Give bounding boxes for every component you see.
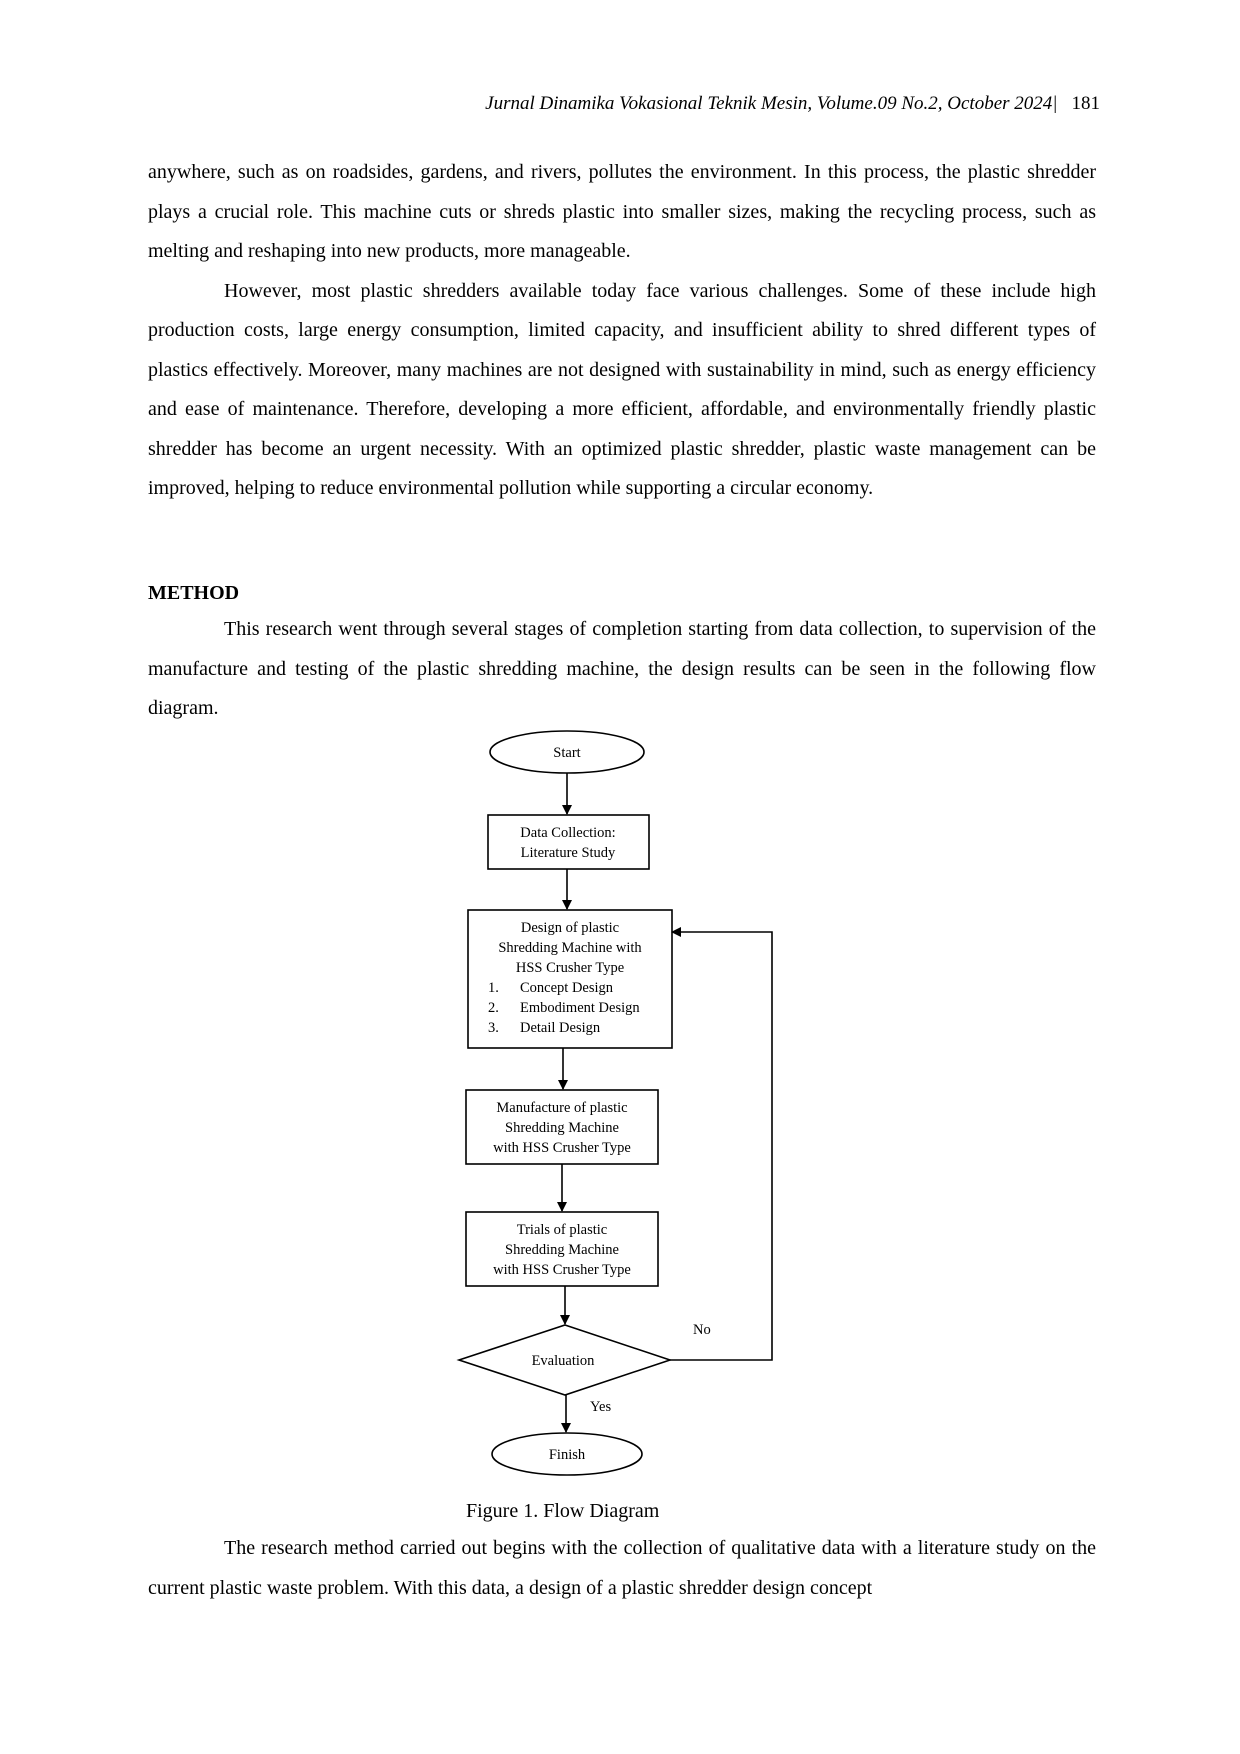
trials-line-1: Trials of plastic xyxy=(517,1222,608,1238)
design-step-2-number: 2. xyxy=(488,1000,499,1016)
arrow-no-loop-to-design xyxy=(670,927,773,1361)
intro-section: anywhere, such as on roadsides, gardens,… xyxy=(148,153,1096,509)
trials-line-3: with HSS Crusher Type xyxy=(493,1262,631,1278)
running-header: Jurnal Dinamika Vokasional Teknik Mesin,… xyxy=(485,92,1100,116)
design-step-1-label: Concept Design xyxy=(520,980,614,996)
page-number: 181 xyxy=(1071,93,1101,114)
design-step-3-number: 3. xyxy=(488,1020,499,1036)
design-step-1-number: 1. xyxy=(488,980,499,996)
intro-paragraph-1: anywhere, such as on roadsides, gardens,… xyxy=(148,161,1096,262)
data-collection-line-2: Literature Study xyxy=(521,845,616,861)
evaluation-decision: Evaluation xyxy=(456,1324,673,1396)
evaluation-label: Evaluation xyxy=(532,1353,596,1369)
manufacture-line-3: with HSS Crusher Type xyxy=(493,1140,631,1156)
data-collection-box: Data Collection: Literature Study xyxy=(487,814,650,870)
method-section: This research went through several stage… xyxy=(148,610,1096,729)
intro-paragraph-2: However, most plastic shredders availabl… xyxy=(148,279,1096,500)
figure-caption: Figure 1. Flow Diagram xyxy=(466,1500,660,1522)
journal-title: Jurnal Dinamika Vokasional Teknik Mesin,… xyxy=(485,93,1053,114)
start-terminal: Start xyxy=(489,730,645,774)
method-paragraph-1: This research went through several stage… xyxy=(148,618,1096,719)
after-figure-section: The research method carried out begins w… xyxy=(148,1529,1096,1608)
after-figure-paragraph-1: The research method carried out begins w… xyxy=(148,1537,1096,1599)
yes-label: Yes xyxy=(590,1399,611,1415)
design-line-1: Design of plastic xyxy=(521,920,619,936)
manufacture-line-1: Manufacture of plastic xyxy=(496,1100,627,1116)
design-line-2: Shredding Machine with xyxy=(498,940,642,956)
manufacture-line-2: Shredding Machine xyxy=(505,1120,619,1136)
trials-line-2: Shredding Machine xyxy=(505,1242,619,1258)
no-label: No xyxy=(693,1322,711,1338)
design-step-2-label: Embodiment Design xyxy=(520,1000,640,1016)
manufacture-box: Manufacture of plastic Shredding Machine… xyxy=(465,1089,659,1165)
design-step-3-label: Detail Design xyxy=(520,1020,601,1036)
design-line-3: HSS Crusher Type xyxy=(516,960,624,976)
start-label: Start xyxy=(553,745,580,761)
header-separator: | xyxy=(1052,93,1058,114)
design-box: Design of plastic Shredding Machine with… xyxy=(467,909,673,1049)
finish-label: Finish xyxy=(549,1447,586,1463)
section-heading-method: METHOD xyxy=(148,582,240,604)
trials-box: Trials of plastic Shredding Machine with… xyxy=(465,1211,659,1287)
data-collection-line-1: Data Collection: xyxy=(520,825,615,841)
finish-terminal: Finish xyxy=(491,1432,643,1476)
